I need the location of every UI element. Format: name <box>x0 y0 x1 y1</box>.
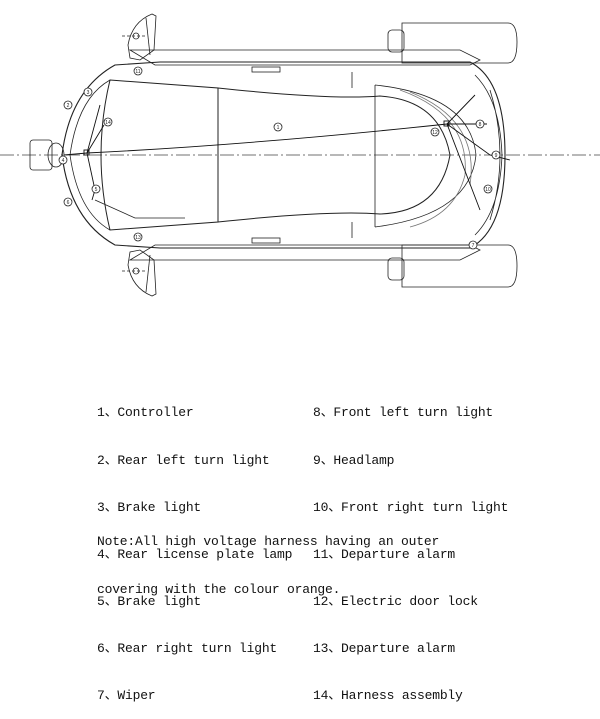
callout-number: 9 <box>495 153 498 159</box>
callout-number: 4 <box>62 158 65 164</box>
legend-item: 14、Harness assembly <box>313 687 463 703</box>
legend-item: 10、Front right turn light <box>313 499 509 515</box>
note: Note:All high voltage harness having an … <box>97 502 439 614</box>
callout-number: 10 <box>485 187 491 193</box>
legend-item: 6、Rear right turn light <box>97 640 278 656</box>
callout-circle <box>468 240 478 250</box>
front-hood <box>351 72 477 238</box>
body-outline <box>61 61 506 249</box>
callout-circle <box>483 184 493 194</box>
harness-assembly-lines <box>63 94 511 211</box>
callout-circle <box>63 197 73 207</box>
lower-door-handle <box>251 237 281 244</box>
callout-number: 2 <box>67 103 70 109</box>
callout-number: 5 <box>95 187 98 193</box>
callout-number: 8 <box>479 122 482 128</box>
legend-item: 3、Brake light <box>97 499 202 515</box>
callout-number: 11 <box>135 69 140 75</box>
callout-circle <box>491 150 501 160</box>
callout-number: 3 <box>87 90 90 96</box>
front-lower-wheel <box>387 244 518 288</box>
callout-number: 14 <box>105 120 111 126</box>
lower-side-sill <box>128 244 481 261</box>
callout-circle <box>430 127 440 137</box>
legend-item: 13、Departure alarm <box>313 640 456 656</box>
rear-upper-fender <box>122 13 157 61</box>
rear-lower-fender <box>122 249 157 297</box>
callout-circle <box>133 66 143 76</box>
callout-circle <box>58 155 68 165</box>
callout-circle <box>475 119 485 129</box>
callout-circle <box>91 184 101 194</box>
callout-circle <box>63 100 73 110</box>
rear-hitch <box>29 139 65 171</box>
vehicle-top-view-diagram: 11 2 3 4 5 6 13 1 14 12 8 9 10 7 <box>0 13 600 297</box>
callout-circle <box>133 232 143 242</box>
callout-number: 1 <box>277 125 280 131</box>
legend-item: 2、Rear left turn light <box>97 452 270 468</box>
callout-circle <box>103 117 113 127</box>
callout-circle <box>273 122 283 132</box>
front-hood-arcs <box>399 89 472 228</box>
rear-body-inner <box>69 79 111 231</box>
legend-item: 9、Headlamp <box>313 452 395 468</box>
legend-item: 8、Front left turn light <box>313 405 494 421</box>
upper-door-handle <box>251 66 281 73</box>
legend-item: 11、Departure alarm <box>313 546 456 562</box>
callout-number: 7 <box>472 243 475 249</box>
legend-item: 1、Controller <box>97 405 194 421</box>
rear-window <box>100 79 219 231</box>
canopy-outline <box>217 87 451 223</box>
wiper <box>94 199 185 219</box>
legend-item: 4、Rear license plate lamp <box>97 546 293 562</box>
callout-number: 13 <box>135 235 141 241</box>
front-upper-wheel <box>387 22 518 64</box>
note-line: Note:All high voltage harness having an … <box>97 534 440 549</box>
callout-circle <box>83 87 93 97</box>
callout-number: 12 <box>432 130 438 136</box>
note-line: covering with the colour orange. <box>97 582 341 597</box>
callout-number: 6 <box>67 200 70 206</box>
legend-item: 7、Wiper <box>97 687 156 703</box>
callout-markers: 11 2 3 4 5 6 13 1 14 12 8 9 10 7 <box>58 66 501 250</box>
